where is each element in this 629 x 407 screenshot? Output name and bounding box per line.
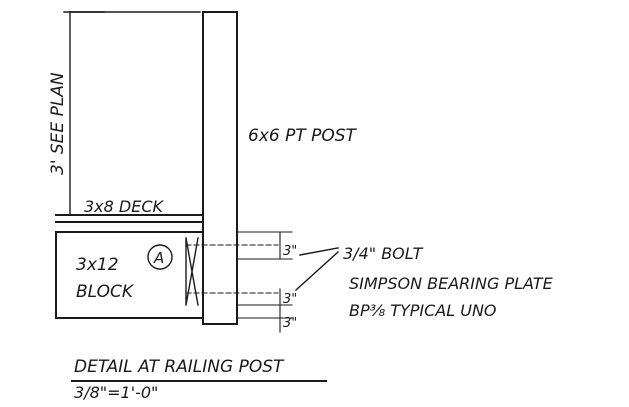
plate-note: SIMPSON BEARING PLATE [349,274,554,293]
dim-top-label: 3" [283,244,297,259]
post-label: 6x6 PT POST [248,126,358,146]
deck-label: 3x8 DECK [84,197,165,216]
dim-bottom-label-1: 3" [283,292,297,307]
bolt-note: 3/4" BOLT [343,244,424,263]
detail-scale: 3/8"=1'-0" [74,383,158,402]
callout-label: A [153,249,164,267]
block-label-line1: 3x12 [76,255,119,275]
dim-bottom-label-2: 3" [283,316,297,331]
plate-type-note: BP⅜ TYPICAL UNO [349,301,497,320]
bearing-plate [185,237,199,306]
see-plan-label: 3' SEE PLAN [48,72,68,175]
plate-leader [295,251,339,291]
post-6x6 [202,11,238,325]
block-label-line2: BLOCK [76,282,135,302]
bolt-leader [299,247,339,256]
detail-title: DETAIL AT RAILING POST [74,357,285,377]
callout-circle [147,244,173,270]
